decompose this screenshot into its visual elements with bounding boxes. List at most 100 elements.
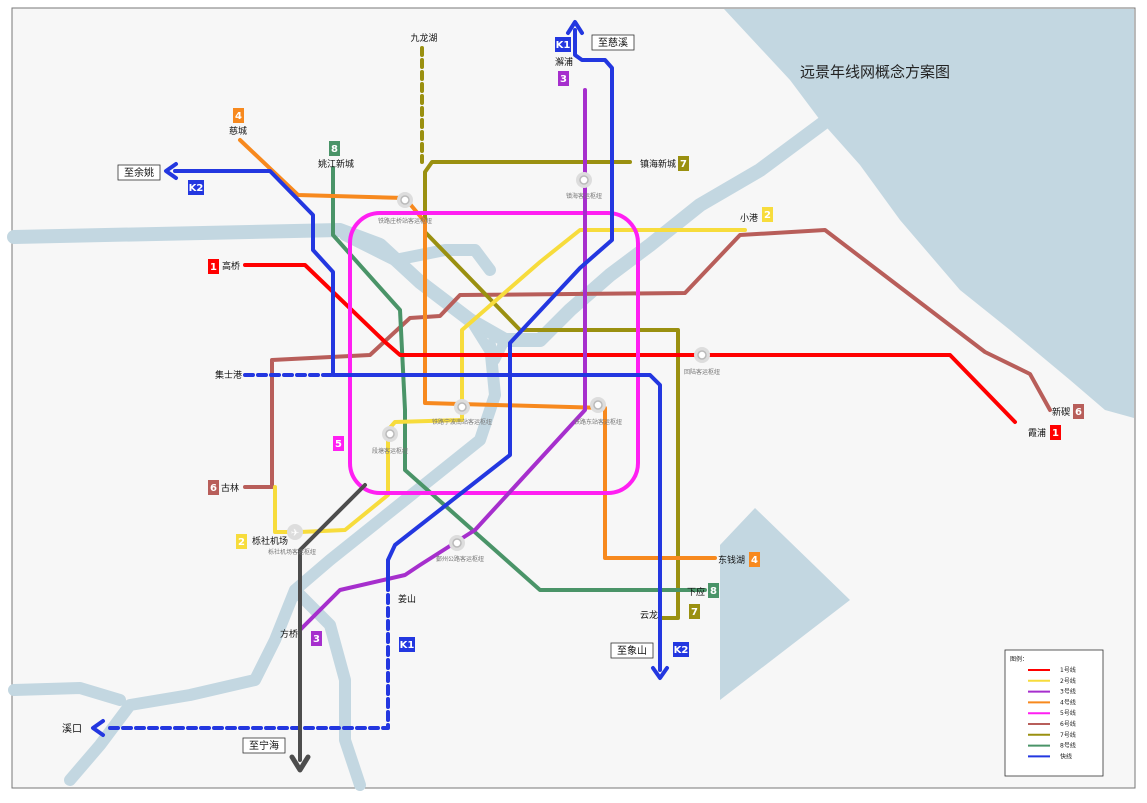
arrow-to-ninghai <box>289 754 311 773</box>
hubs-layer: 铁路庄桥站客运枢纽 镇海客运枢纽 回陆客运枢纽 铁路宁波南站客运枢纽 铁路东站客… <box>268 172 720 563</box>
svg-text:至慈溪: 至慈溪 <box>598 36 628 49</box>
map-title: 远景年线网概念方案图 <box>800 63 950 81</box>
legend-label: 6号线 <box>1060 720 1076 728</box>
svg-text:K2: K2 <box>674 645 689 656</box>
station-jiulonghu: 九龙湖 <box>410 32 437 44</box>
badge-line-k1-south: K1 <box>399 637 415 652</box>
badge-line-7-south: 7 <box>689 604 700 619</box>
svg-text:至宁海: 至宁海 <box>249 739 279 752</box>
legend-title: 图例： <box>1010 655 1028 663</box>
svg-text:铁路庄桥站客运枢纽: 铁路庄桥站客运枢纽 <box>378 217 432 225</box>
svg-text:K1: K1 <box>556 40 571 51</box>
svg-text:7: 7 <box>691 607 698 618</box>
line-1 <box>243 263 1017 424</box>
line-3 <box>298 88 587 632</box>
hub-railway-south: 铁路宁波南站客运枢纽 <box>432 399 492 426</box>
legend-item: 8号线 <box>1028 742 1076 750</box>
badge-line-3-north: 3 <box>558 71 569 86</box>
stations-layer: 九龙湖 澥浦 慈城 姚江新城 镇海新城 小港 高桥 集士港 古林 栎社机场 方桥… <box>215 32 1070 640</box>
legend-item: 2号线 <box>1028 677 1076 685</box>
dest-to-yuyao: 至余姚 <box>117 164 161 181</box>
svg-text:1: 1 <box>210 262 217 273</box>
lines-layer <box>103 28 1052 762</box>
station-dongqianhu: 东钱湖 <box>718 554 745 566</box>
badge-line-2-west: 2 <box>236 534 247 549</box>
legend-label: 4号线 <box>1060 698 1076 706</box>
legend-label: 3号线 <box>1060 688 1076 696</box>
station-jishigang: 集士港 <box>215 369 242 381</box>
line-ninghai <box>298 483 367 762</box>
badge-line-2-east: 2 <box>762 207 773 222</box>
svg-text:1: 1 <box>1052 428 1059 439</box>
river-yong-main <box>7 111 837 347</box>
station-yaojiang: 姚江新城 <box>318 158 354 170</box>
station-xiapu: 霞浦 <box>1028 427 1046 439</box>
legend-label: 快线 <box>1060 752 1072 760</box>
badge-line-7-north: 7 <box>678 156 689 171</box>
badge-line-5: 5 <box>333 436 344 451</box>
badge-line-k2-west: K2 <box>188 180 204 195</box>
svg-text:4: 4 <box>751 555 758 566</box>
hub-beilun: 回陆客运枢纽 <box>684 347 720 376</box>
station-fangqiao: 方桥 <box>280 628 298 640</box>
badge-line-4-south: 4 <box>749 552 760 567</box>
svg-text:回陆客运枢纽: 回陆客运枢纽 <box>684 368 720 376</box>
legend-item: 7号线 <box>1028 731 1076 739</box>
svg-text:铁路宁波南站客运枢纽: 铁路宁波南站客运枢纽 <box>432 418 492 426</box>
legend-item: 3号线 <box>1028 688 1076 696</box>
station-gulin: 古林 <box>221 482 239 494</box>
svg-text:4: 4 <box>235 111 242 122</box>
svg-text:镇海客运枢纽: 镇海客运枢纽 <box>566 192 602 200</box>
arrow-to-xiangshan <box>651 666 669 680</box>
legend-item: 4号线 <box>1028 698 1076 706</box>
dest-xikou: 溪口 <box>62 723 82 735</box>
station-jiangshan: 姜山 <box>398 593 416 605</box>
hub-zhenhai: 镇海客运枢纽 <box>566 172 602 200</box>
svg-text:铁路东站客运枢纽: 铁路东站客运枢纽 <box>574 418 622 426</box>
station-xiepu: 澥浦 <box>555 56 573 68</box>
svg-text:3: 3 <box>313 634 320 645</box>
line-k2 <box>173 169 662 672</box>
svg-text:6: 6 <box>210 483 217 494</box>
station-zhenhai: 镇海新城 <box>640 158 676 170</box>
station-xiaogang: 小港 <box>740 212 758 224</box>
svg-text:8: 8 <box>710 586 717 597</box>
arrow-to-cixi <box>566 20 584 35</box>
river-yuyao <box>339 229 496 276</box>
line-k1-dashed <box>103 593 390 730</box>
line-6 <box>243 228 1052 489</box>
badge-line-3-south: 3 <box>311 631 322 646</box>
line-5 <box>348 211 640 495</box>
badges-layer: 1 1 2 2 3 3 4 4 5 6 6 7 7 8 8 K1 K1 K2 K… <box>188 37 1084 657</box>
svg-text:2: 2 <box>238 537 245 548</box>
station-yunlong: 云龙 <box>640 609 658 621</box>
river-yong-branch <box>64 339 501 786</box>
hub-highway: 鄞州公路客运枢纽 <box>436 535 484 563</box>
legend-label: 2号线 <box>1060 677 1076 685</box>
badge-line-k2-south: K2 <box>673 642 689 657</box>
svg-text:鄞州公路客运枢纽: 鄞州公路客运枢纽 <box>436 555 484 563</box>
legend-item: 6号线 <box>1028 720 1076 728</box>
sea-northeast <box>724 9 1134 418</box>
legend-label: 1号线 <box>1060 666 1076 674</box>
svg-text:2: 2 <box>764 210 771 221</box>
badge-line-8-north: 8 <box>329 141 340 156</box>
svg-text:8: 8 <box>331 144 338 155</box>
svg-text:✈: ✈ <box>291 528 299 539</box>
line-4 <box>238 138 717 560</box>
station-lishe: 栎社机场 <box>252 535 288 547</box>
dest-to-cixi: 至慈溪 <box>591 34 635 51</box>
svg-text:栎社机场客运枢纽: 栎社机场客运枢纽 <box>268 548 316 556</box>
river-south <box>8 682 126 706</box>
river-jiangbei <box>465 315 510 365</box>
legend-label: 8号线 <box>1060 742 1076 750</box>
hub-duantang: 段塘客运枢纽 <box>372 426 408 455</box>
hub-zhuangqiao: 铁路庄桥站客运枢纽 <box>378 192 432 225</box>
line-8 <box>331 166 707 592</box>
badge-line-6-west: 6 <box>208 480 219 495</box>
dest-to-ninghai: 至宁海 <box>242 737 286 754</box>
svg-text:段塘客运枢纽: 段塘客运枢纽 <box>372 447 408 455</box>
